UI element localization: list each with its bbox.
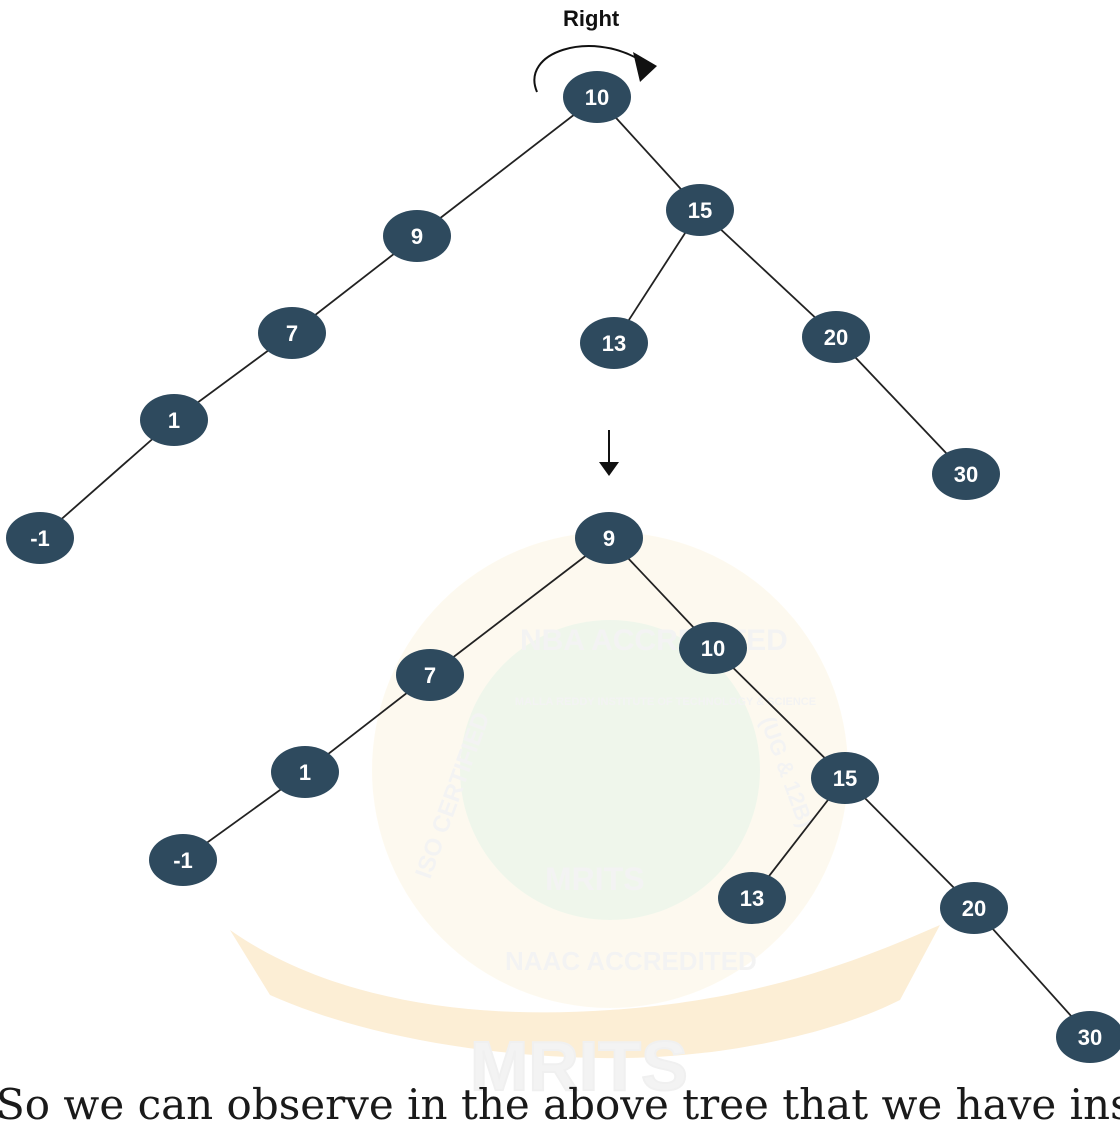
before-node-label: 1 [168,408,180,433]
rotation-arc-icon [533,45,641,93]
before-node-label: 9 [411,224,423,249]
after-node-circle [149,834,217,886]
after-node-label: -1 [173,848,193,873]
before-node-30: 30 [932,448,1000,500]
after-node-circle [679,622,747,674]
after-node-10: 10 [679,622,747,674]
after-node-label: 30 [1078,1025,1102,1050]
before-node-label: 20 [824,325,848,350]
before-node-circle [580,317,648,369]
before-node-label: -1 [30,526,50,551]
watermark-bottom-arc: NAAC ACCREDITED [505,946,757,976]
before-edge-b10-b9 [416,96,598,237]
watermark-banner: MRITS [470,1027,688,1105]
before-node-circle [258,307,326,359]
bottom-caption: So we can observe in the above tree that… [0,1084,1120,1126]
watermark-inner-ring [460,620,760,920]
before-node-13: 13 [580,317,648,369]
after-node-label: 20 [962,896,986,921]
rotation-arrowhead-icon [633,52,657,82]
after-node-label: 10 [701,636,725,661]
after-node-circle [940,882,1008,934]
after-node-label: 1 [299,760,311,785]
after-node-20: 20 [940,882,1008,934]
after-node-label: 7 [424,663,436,688]
before-node-9: 9 [383,210,451,262]
after-node-circle [575,512,643,564]
before-node-circle [563,71,631,123]
after-node-circle [1056,1011,1120,1063]
transition-arrow-icon [599,462,619,476]
before-node-circle [802,311,870,363]
after-node-30: 30 [1056,1011,1120,1063]
before-node-10: 10 [563,71,631,123]
after-node-circle [271,746,339,798]
before-node-circle [932,448,1000,500]
after-node-circle [811,752,879,804]
before-node-7: 7 [258,307,326,359]
after-node-circle [718,872,786,924]
after-node-circle [396,649,464,701]
after-edge-a9-a7 [429,537,610,676]
after-node--1: -1 [149,834,217,886]
before-edge-b1-bm1 [39,419,175,539]
before-node-circle [6,512,74,564]
after-edge-a20-a30 [973,907,1091,1038]
after-edge-a15-a20 [844,777,975,909]
before-node-label: 13 [602,331,626,356]
before-node-15: 15 [666,184,734,236]
before-node--1: -1 [6,512,74,564]
watermark-inner-arc: MALLA REDDY INSTITUTE OF TECHNOLOGY & SC… [515,696,816,708]
watermark-top-arc: NBA ACCREDITED [520,624,788,657]
after-node-label: 9 [603,526,615,551]
after-node-label: 13 [740,886,764,911]
before-edge-b15-b20 [699,209,837,338]
after-edge-a10-a15 [712,647,846,779]
after-node-9: 9 [575,512,643,564]
watermark-center-logo: MRITS [545,861,645,897]
after-node-15: 15 [811,752,879,804]
after-node-label: 15 [833,766,857,791]
before-node-20: 20 [802,311,870,363]
before-edge-b20-b30 [835,336,967,475]
before-node-label: 30 [954,462,978,487]
watermark-seal: NBA ACCREDITED ISO CERTIFIED (UG & 12B) … [230,532,940,1106]
after-node-1: 1 [271,746,339,798]
before-node-circle [666,184,734,236]
tree-nodes: 10 9 15 7 13 20 1 30 -1 9 7 10 1 15 -1 13 20 30 [6,71,1120,1063]
before-node-circle [383,210,451,262]
before-node-1: 1 [140,394,208,446]
before-node-label: 15 [688,198,712,223]
before-node-label: 10 [585,85,609,110]
after-node-7: 7 [396,649,464,701]
before-node-label: 7 [286,321,298,346]
rotation-label: Right [563,6,620,31]
watermark-ribbon [230,925,940,1059]
after-node-13: 13 [718,872,786,924]
before-node-circle [140,394,208,446]
